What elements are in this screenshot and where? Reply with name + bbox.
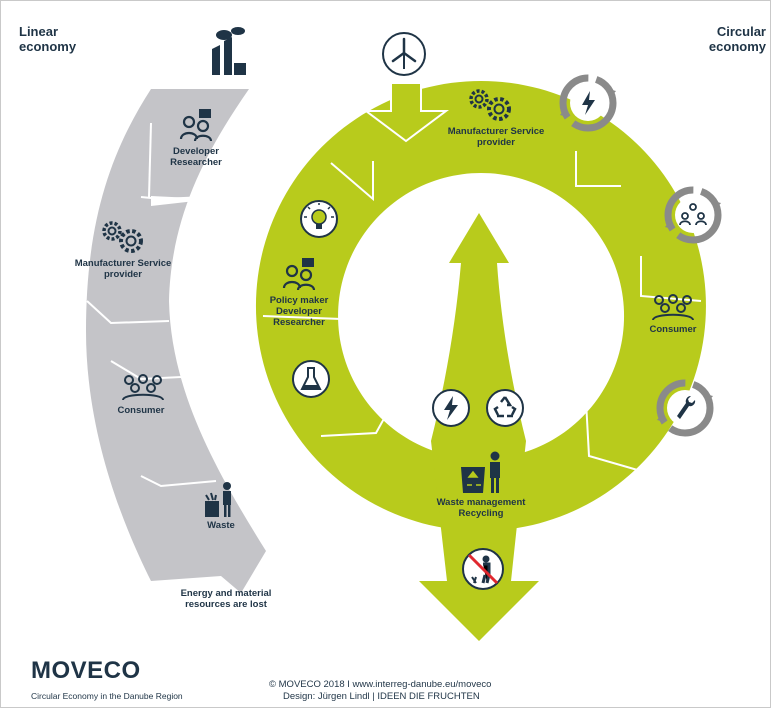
resources-lost-note: Energy and material resources are lost — [180, 588, 272, 610]
circular-manufacturer-label: Manufacturer Service provider — [447, 126, 545, 148]
wind-turbine-icon — [382, 32, 426, 76]
circular-waste-management-label: Waste management Recycling — [436, 497, 526, 519]
people-group-icon — [122, 374, 164, 401]
factory-icon — [212, 27, 246, 75]
linear-economy-title: Linear economy — [19, 24, 77, 54]
energy-cycle-icon — [559, 74, 617, 132]
recycling-icon — [486, 389, 524, 427]
sharing-cycle-icon — [664, 186, 722, 244]
energy-icon — [432, 389, 470, 427]
gears-icon — [102, 221, 143, 253]
credit-line-1: © MOVECO 2018 I www.interreg-danube.eu/m… — [269, 679, 492, 690]
linear-developer-label: Developer Researcher — [170, 146, 222, 168]
repair-cycle-icon — [656, 379, 714, 437]
circular-policy-label: Policy maker Developer Researcher — [269, 295, 329, 328]
linear-waste-label: Waste — [207, 520, 235, 531]
circular-economy-title: Circular economy — [708, 24, 766, 54]
person-bin-icon — [461, 451, 500, 493]
no-littering-icon — [462, 548, 504, 590]
people-group-icon — [652, 294, 694, 321]
linear-economy-band — [86, 89, 266, 593]
circular-consumer-label: Consumer — [649, 324, 697, 335]
people-group-icon — [179, 109, 213, 142]
moveco-logo: MOVECO — [31, 657, 141, 684]
gears-icon — [469, 89, 511, 121]
credit-line-2: Design: Jürgen Lindl | IDEEN DIE FRUCHTE… — [283, 691, 480, 702]
circular-economy-ring — [255, 81, 706, 641]
linear-consumer-label: Consumer — [117, 405, 165, 416]
flask-icon — [292, 360, 330, 398]
lightbulb-icon — [300, 200, 338, 238]
linear-manufacturer-label: Manufacturer Service provider — [74, 258, 172, 280]
person-bin-icon — [205, 482, 231, 517]
people-group-icon — [282, 258, 316, 291]
moveco-tagline: Circular Economy in the Danube Region — [31, 691, 183, 701]
